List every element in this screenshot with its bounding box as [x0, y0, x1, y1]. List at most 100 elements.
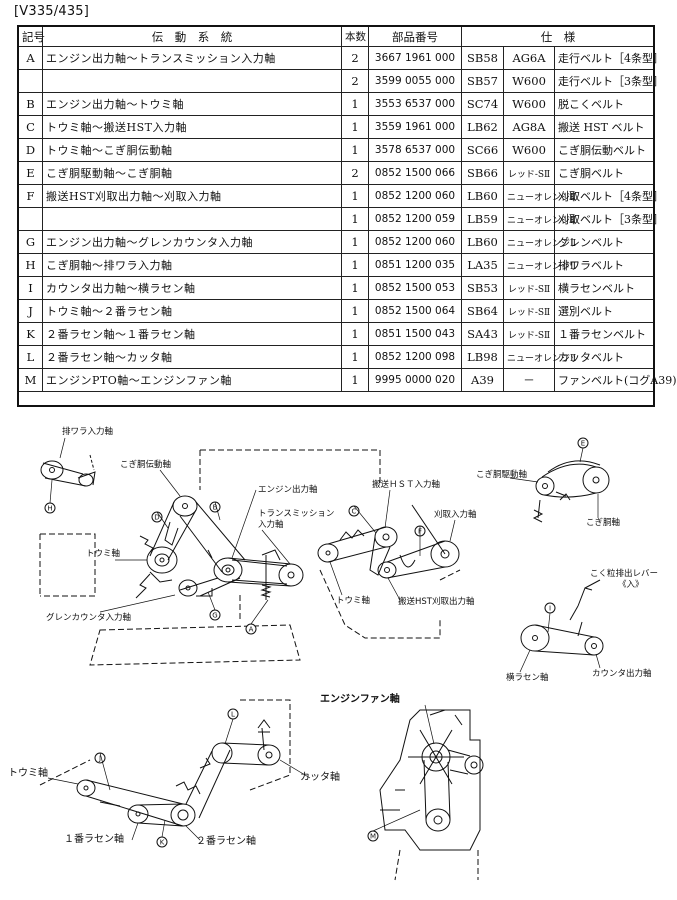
- spring-j: [175, 781, 201, 795]
- cell-route: [42, 207, 342, 231]
- chassis-outline-top: [199, 449, 381, 490]
- cell-qty: 1: [341, 368, 369, 392]
- cell-mark: [18, 207, 43, 231]
- marker-circles: [44, 437, 589, 848]
- cell-type: レッド-SⅡ: [503, 322, 555, 346]
- label-engine-output: エンジン出力軸: [258, 484, 318, 495]
- label-grain-lever-2: 《入》: [618, 580, 644, 590]
- cell-type: ニューオレンジⅡ: [503, 230, 576, 254]
- cell-belt: ファンベルト(コグA39): [553, 368, 677, 392]
- cell-type: ニューオレンジⅡ: [503, 345, 576, 369]
- label-engine-fan: エンジンファン軸: [320, 692, 400, 705]
- cell-route: エンジンPTO軸～エンジンファン軸: [42, 368, 342, 392]
- cell-part: 0852 1200 059: [368, 207, 462, 231]
- cell-code: LB59: [461, 207, 504, 231]
- cell-qty: 1: [341, 92, 369, 116]
- spring-a: [260, 584, 272, 598]
- belt-m: [423, 759, 451, 821]
- model-label: [V335/435]: [14, 4, 90, 19]
- cell-part: 0851 1500 043: [368, 322, 462, 346]
- cell-mark: B: [18, 92, 43, 116]
- cell-mark: C: [18, 115, 43, 139]
- cell-route: 搬送HST刈取出力軸～刈取入力軸: [42, 184, 342, 208]
- cell-route: エンジン出力軸～トウミ軸: [42, 92, 342, 116]
- cell-mark: G: [18, 230, 43, 254]
- cell-route: トウミ軸～こぎ胴伝動軸: [42, 138, 342, 162]
- toumi-pulley-lower: [76, 779, 96, 797]
- label-hst-input: 搬送ＨＳＴ入力軸: [372, 479, 440, 490]
- cell-qty: 1: [341, 322, 369, 346]
- cell-part: 0851 1200 035: [368, 253, 462, 277]
- cell-code: SB66: [461, 161, 504, 185]
- cell-part: 3553 6537 000: [368, 92, 462, 116]
- label-haiwara-input: 排ワラ入力軸: [62, 426, 113, 437]
- cell-code: LA35: [461, 253, 504, 277]
- rasen-2-pulley: [170, 803, 196, 827]
- cell-part: 0852 1200 060: [368, 230, 462, 254]
- cell-qty: 1: [341, 299, 369, 323]
- cell-mark: H: [18, 253, 43, 277]
- cell-belt: 搬送 HST ベルト: [553, 115, 656, 139]
- cell-part: 0852 1200 098: [368, 345, 462, 369]
- cell-qty: 2: [341, 46, 369, 70]
- belt-k: [137, 803, 184, 827]
- label-kogido-drive: こぎ胴駆動軸: [476, 469, 527, 480]
- marker-m: M: [370, 833, 376, 841]
- cell-mark: F: [18, 184, 43, 208]
- toumi-pulley-center: [317, 543, 339, 563]
- cell-code: LB60: [461, 184, 504, 208]
- transmission-input-pulley: [278, 563, 304, 587]
- engine-pto-pulley: [425, 808, 451, 832]
- cell-part: 0852 1500 066: [368, 161, 462, 185]
- label-kogido-shaft: こぎ胴軸: [586, 517, 620, 528]
- cell-type: ニューオレンジⅡ: [503, 207, 576, 231]
- cell-mark: J: [18, 299, 43, 323]
- label-rasen-1: １番ラセン軸: [64, 832, 124, 845]
- cell-part: 9995 0000 020: [368, 368, 462, 392]
- spring-g: [135, 573, 151, 599]
- cell-mark: A: [18, 46, 43, 70]
- cell-type: W600: [503, 92, 555, 116]
- cell-mark: M: [18, 368, 43, 392]
- label-hst-reaping-output: 搬送HST刈取出力軸: [398, 596, 474, 607]
- marker-b: B: [213, 504, 218, 512]
- cell-belt: カッタベルト: [553, 345, 656, 369]
- label-grain-counter-input: グレンカウンタ入力軸: [46, 612, 131, 623]
- label-toumi-1: トウミ軸: [86, 548, 120, 559]
- header-spec: 仕 様: [460, 26, 656, 47]
- cell-mark: [18, 69, 43, 93]
- marker-i: I: [549, 605, 551, 613]
- cell-type: レッド-SⅡ: [503, 299, 555, 323]
- marker-g: G: [212, 612, 217, 620]
- cell-belt: 走行ベルト［4条型］: [553, 46, 664, 70]
- cell-belt: グレンベルト: [553, 230, 656, 254]
- label-toumi-3: トウミ軸: [8, 766, 48, 779]
- cell-belt: 走行ベルト［3条型］: [553, 69, 664, 93]
- cell-type: ニューオレンジⅡ: [503, 253, 576, 277]
- cell-part: 3667 1961 000: [368, 46, 462, 70]
- kogido-transmission-pulley: [172, 495, 198, 517]
- cell-part: 0852 1500 053: [368, 276, 462, 300]
- cell-route: こぎ胴軸～排ワラ入力軸: [42, 253, 342, 277]
- cell-belt: 刈取ベルト［3条型］: [553, 207, 664, 231]
- belt-c: [327, 526, 387, 563]
- cell-belt: 刈取ベルト［4条型］: [553, 184, 664, 208]
- cell-belt: １番ラセンベルト: [553, 322, 656, 346]
- cell-code: SB64: [461, 299, 504, 323]
- cell-route: ２番ラセン軸～カッタ軸: [42, 345, 342, 369]
- belt-d: [149, 501, 197, 561]
- cell-type: －: [503, 368, 555, 392]
- cell-belt: 排ワラベルト: [553, 253, 656, 277]
- engine-output-pulley: [213, 557, 243, 583]
- belt-e: [541, 463, 597, 498]
- cell-type: AG8A: [503, 115, 555, 139]
- haiwara-spring: [77, 471, 96, 486]
